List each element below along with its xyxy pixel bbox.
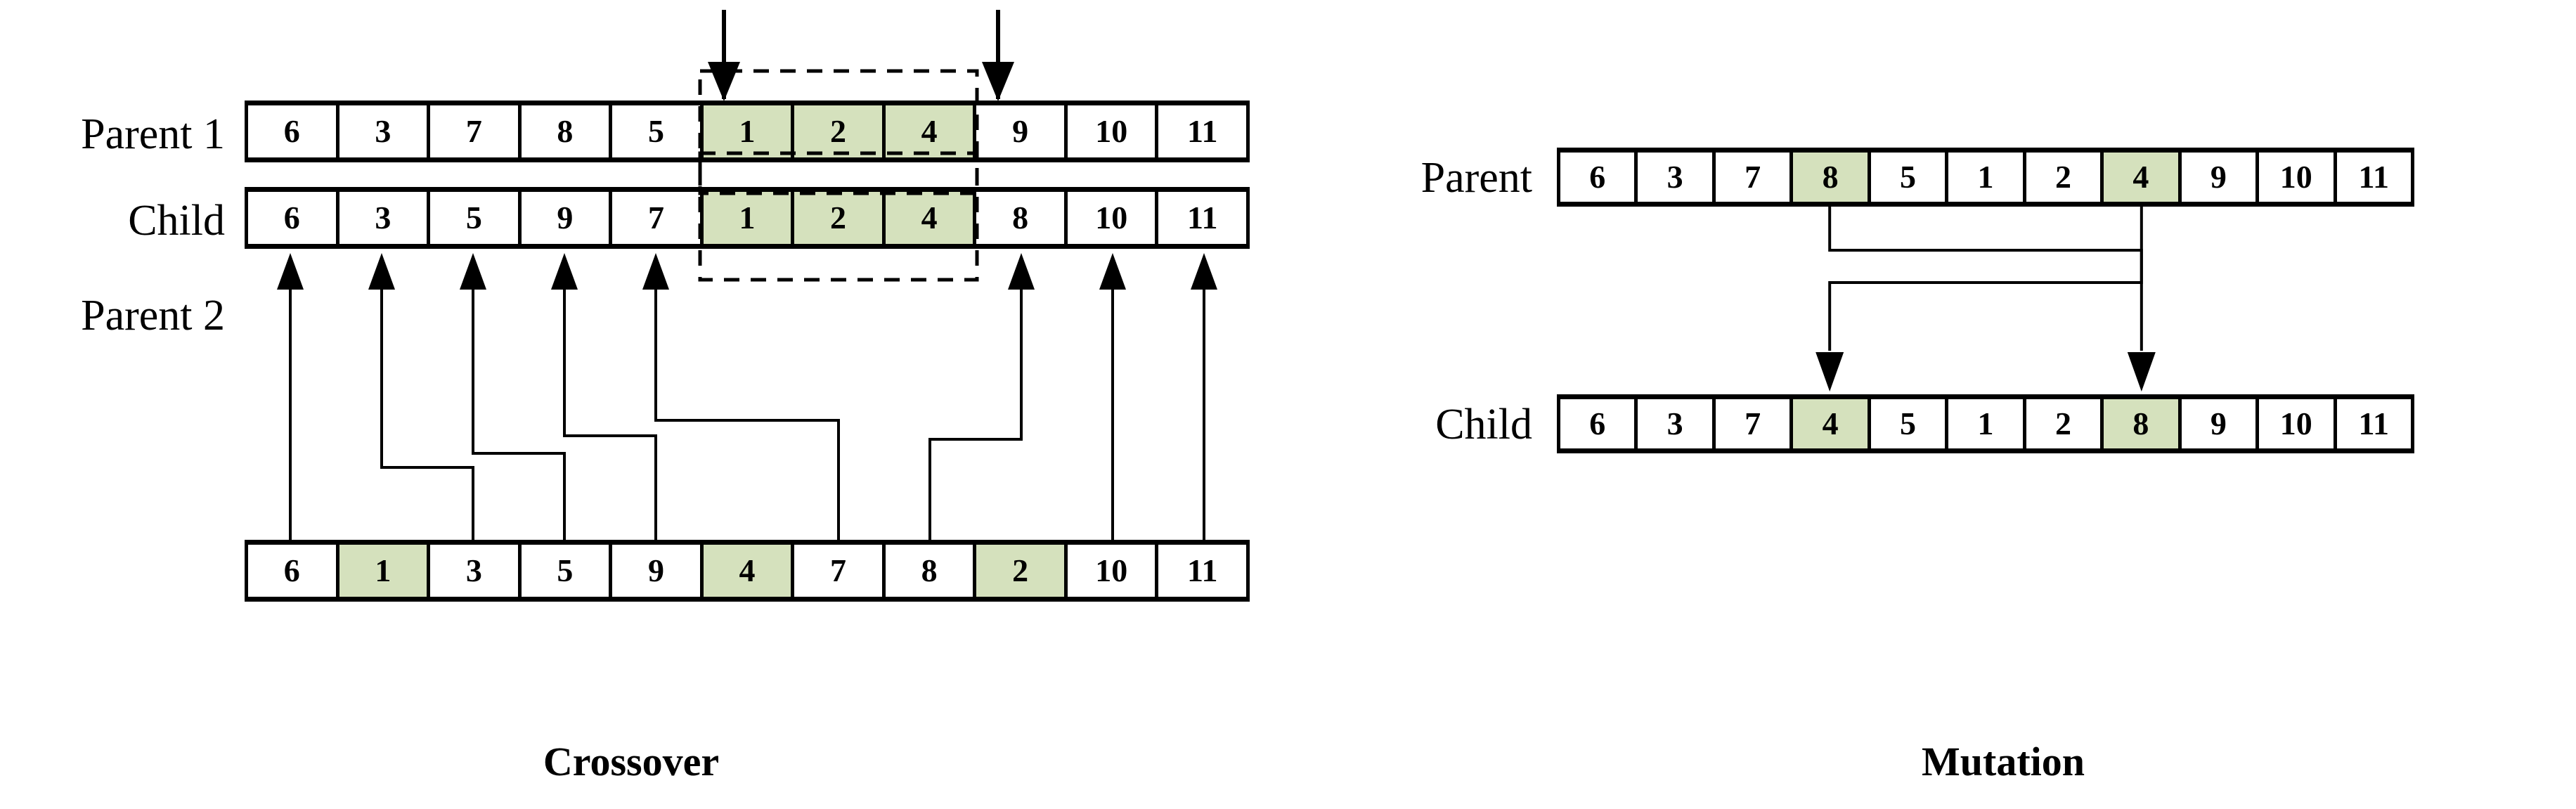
- mutation-child-gene-7: 8: [2104, 399, 2182, 448]
- crossover-parent2-gene-4: 9: [612, 545, 704, 597]
- mutation-parent-label: Parent: [1420, 154, 1532, 202]
- crossover-child-gene-0: 6: [248, 192, 339, 244]
- mutation-caption: Mutation: [1922, 739, 2085, 784]
- crossover-parent2-gene-10: 11: [1158, 545, 1247, 597]
- crossover-connector-5: [928, 290, 1023, 540]
- mutation-arrow-left: [1816, 352, 1844, 391]
- crossover-parent1-gene-1: 3: [339, 105, 431, 157]
- crossover-connector-2: [472, 290, 566, 540]
- crossover-child-gene-6: 2: [794, 192, 886, 244]
- crossover-parent2-gene-9: 10: [1067, 545, 1159, 597]
- crossover-parent2-gene-2: 3: [430, 545, 522, 597]
- crossover-parent2-gene-1: 1: [339, 545, 431, 597]
- mutation-child-gene-10: 11: [2336, 399, 2411, 448]
- crossover-parent1-gene-5: 1: [703, 105, 795, 157]
- crossover-child-gene-5: 1: [703, 192, 795, 244]
- crossover-cutpoint-arrow-0: [708, 62, 740, 101]
- mutation-child-gene-1: 3: [1638, 399, 1716, 448]
- crossover-child-gene-10: 11: [1158, 192, 1247, 244]
- crossover-parent2-gene-8: 2: [976, 545, 1068, 597]
- mutation-parent-gene-4: 5: [1870, 153, 1949, 202]
- crossover-connector-arrow-0: [277, 253, 304, 290]
- crossover-connector-arrow-5: [1008, 253, 1035, 290]
- mutation-connector-0: [1828, 207, 2143, 351]
- mutation-child-gene-5: 1: [1948, 399, 2026, 448]
- crossover-child-gene-9: 10: [1067, 192, 1159, 244]
- mutation-parent-gene-10: 11: [2336, 153, 2411, 202]
- mutation-parent-gene-1: 3: [1638, 153, 1716, 202]
- crossover-parent1-gene-3: 8: [521, 105, 613, 157]
- mutation-child-gene-3: 4: [1793, 399, 1871, 448]
- crossover-child-gene-2: 5: [430, 192, 522, 244]
- crossover-parent1-gene-9: 10: [1067, 105, 1159, 157]
- mutation-parent-gene-9: 10: [2259, 153, 2337, 202]
- crossover-child-gene-1: 3: [339, 192, 431, 244]
- mutation-arrow-right: [2127, 352, 2156, 391]
- crossover-parent1-gene-8: 9: [976, 105, 1068, 157]
- crossover-parent1-gene-10: 11: [1158, 105, 1247, 157]
- mutation-parent-gene-2: 7: [1715, 153, 1794, 202]
- crossover-parent1-label: Parent 1: [81, 110, 225, 158]
- mutation-connector-1: [1828, 207, 2143, 351]
- crossover-connector-arrow-2: [460, 253, 486, 290]
- crossover-child-label: Child: [128, 197, 225, 245]
- mutation-parent-gene-0: 6: [1560, 153, 1638, 202]
- crossover-parent1-gene-7: 4: [885, 105, 977, 157]
- mutation-parent-gene-8: 9: [2181, 153, 2260, 202]
- crossover-parent1-gene-0: 6: [248, 105, 339, 157]
- mutation-child-gene-0: 6: [1560, 399, 1638, 448]
- mutation-parent-gene-5: 1: [1948, 153, 2026, 202]
- crossover-parent1-gene-2: 7: [430, 105, 522, 157]
- mutation-child-label: Child: [1435, 401, 1532, 448]
- crossover-child-gene-4: 7: [612, 192, 704, 244]
- crossover-connector-4: [654, 290, 840, 540]
- crossover-parent2-gene-0: 6: [248, 545, 339, 597]
- crossover-connector-arrow-7: [1191, 253, 1217, 290]
- crossover-caption: Crossover: [543, 739, 720, 784]
- crossover-connector-3: [563, 290, 657, 540]
- crossover-parent2-label: Parent 2: [81, 292, 225, 339]
- crossover-parent2-gene-6: 7: [794, 545, 886, 597]
- crossover-parent1-gene-4: 5: [612, 105, 704, 157]
- mutation-parent-gene-3: 8: [1793, 153, 1871, 202]
- mutation-child-gene-9: 10: [2259, 399, 2337, 448]
- mutation-parent-gene-6: 2: [2026, 153, 2104, 202]
- crossover-parent2-gene-5: 4: [703, 545, 795, 597]
- crossover-connector-1: [380, 290, 474, 540]
- crossover-child-gene-8: 8: [976, 192, 1068, 244]
- crossover-child-gene-3: 9: [521, 192, 613, 244]
- crossover-connector-arrow-4: [642, 253, 669, 290]
- mutation-child-gene-4: 5: [1870, 399, 1949, 448]
- crossover-cutpoint-arrow-1: [982, 62, 1014, 101]
- mutation-parent-gene-7: 4: [2104, 153, 2182, 202]
- crossover-parent1-gene-6: 2: [794, 105, 886, 157]
- crossover-connector-arrow-6: [1099, 253, 1126, 290]
- crossover-parent2-gene-7: 8: [885, 545, 977, 597]
- mutation-child-gene-2: 7: [1715, 399, 1794, 448]
- mutation-child-gene-8: 9: [2181, 399, 2260, 448]
- crossover-connector-arrow-3: [551, 253, 578, 290]
- crossover-parent2-gene-3: 5: [521, 545, 613, 597]
- crossover-connector-arrow-1: [368, 253, 395, 290]
- mutation-child-gene-6: 2: [2026, 399, 2104, 448]
- crossover-child-gene-7: 4: [885, 192, 977, 244]
